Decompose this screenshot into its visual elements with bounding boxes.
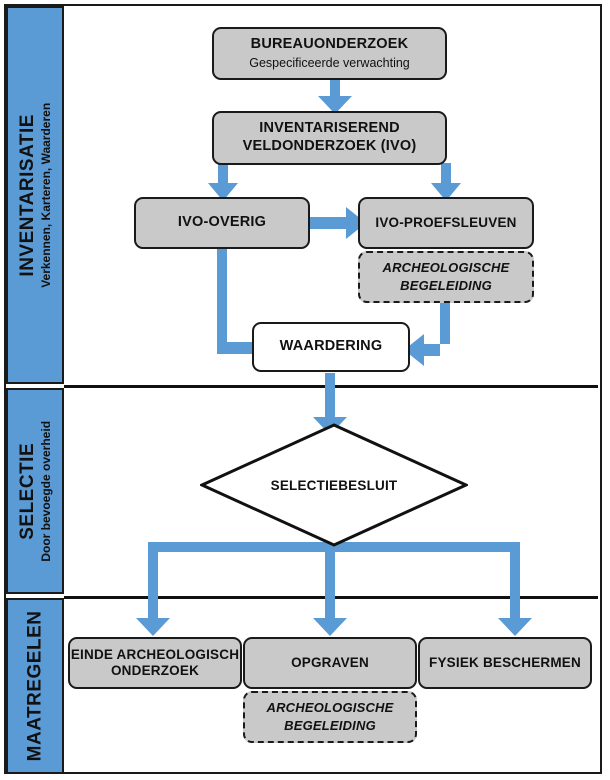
node-archeologische-begeleiding-opgraven[interactable]: ARCHEOLOGISCHE BEGELEIDING	[243, 691, 417, 743]
node-inventariserend-veldonderzoek[interactable]: INVENTARISEREND VELDONDERZOEK (IVO)	[212, 111, 447, 165]
connector-proefsleuven-to-waardering	[398, 290, 464, 366]
phase-maatregelen-title: MAATREGELEN	[24, 610, 46, 762]
phase-inventarisatie-subtitle: Verkennen, Karteren, Waarderen	[38, 102, 53, 288]
connector-ivo-to-ivo-proefsleuven	[428, 163, 468, 201]
node-selectiebesluit[interactable]: SELECTIEBESLUIT	[200, 423, 468, 547]
node-waardering-title: WAARDERING	[279, 338, 383, 355]
node-waardering[interactable]: WAARDERING	[252, 322, 410, 372]
node-ivo-overig-title: IVO-OVERIG	[177, 214, 267, 231]
node-fysiek-beschermen-title: FYSIEK BESCHERMEN	[429, 654, 581, 670]
phase-inventarisatie: INVENTARISATIE Verkennen, Karteren, Waar…	[6, 6, 64, 384]
node-einde-archeologisch-onderzoek[interactable]: EINDE ARCHEOLOGISCH ONDERZOEK	[68, 637, 242, 689]
node-ivo-proefsleuven[interactable]: IVO-PROEFSLEUVEN	[358, 197, 534, 249]
phase-maatregelen: MAATREGELEN	[6, 598, 64, 774]
node-begeleiding-ivo-line2: BEGELEIDING	[400, 278, 492, 293]
node-ivo-line2: VELDONDERZOEK (IVO)	[242, 138, 417, 154]
node-begeleiding-opgraven-line1: ARCHEOLOGISCHE	[266, 700, 394, 716]
node-bureauonderzoek[interactable]: BUREAUONDERZOEK Gespecificeerde verwacht…	[212, 27, 447, 80]
node-ivo-proefsleuven-title: IVO-PROEFSLEUVEN	[375, 214, 517, 230]
node-archeologische-begeleiding-ivo[interactable]: ARCHEOLOGISCHE BEGELEIDING	[358, 251, 534, 303]
phase-selectie-text: SELECTIE Door bevoegde overheid	[17, 421, 54, 562]
node-opgraven[interactable]: OPGRAVEN	[243, 637, 417, 689]
node-begeleiding-opgraven-line2: BEGELEIDING	[284, 718, 376, 733]
phase-inventarisatie-title: INVENTARISATIE	[16, 113, 38, 277]
connector-ivo-to-ivo-overig	[205, 163, 245, 201]
node-ivo-overig[interactable]: IVO-OVERIG	[134, 197, 310, 249]
node-begeleiding-ivo-line1: ARCHEOLOGISCHE	[382, 260, 510, 276]
node-einde-line1: EINDE ARCHEOLOGISCH	[70, 646, 240, 662]
node-ivo-line1: INVENTARISEREND	[259, 120, 400, 137]
connector-waardering-to-selectiebesluit	[313, 373, 355, 435]
diagram-frame	[4, 4, 602, 774]
node-bureauonderzoek-subtitle: Gespecificeerde verwachting	[249, 55, 410, 70]
node-einde-line2: ONDERZOEK	[110, 663, 200, 678]
node-fysiek-beschermen[interactable]: FYSIEK BESCHERMEN	[418, 637, 592, 689]
node-opgraven-title: OPGRAVEN	[291, 654, 369, 670]
phase-maatregelen-text: MAATREGELEN	[24, 611, 46, 762]
phase-selectie-title: SELECTIE	[16, 442, 38, 540]
phase-inventarisatie-text: INVENTARISATIE Verkennen, Karteren, Waar…	[17, 103, 54, 288]
phase-selectie: SELECTIE Door bevoegde overheid	[6, 388, 64, 594]
connector-bureauonderzoek-to-ivo	[312, 78, 358, 114]
node-bureauonderzoek-title: BUREAUONDERZOEK	[250, 36, 409, 53]
connector-ivo-overig-to-proefsleuven	[306, 206, 368, 240]
connector-selectiebesluit-branches	[136, 540, 532, 640]
phase-selectie-subtitle: Door bevoegde overheid	[38, 420, 53, 562]
